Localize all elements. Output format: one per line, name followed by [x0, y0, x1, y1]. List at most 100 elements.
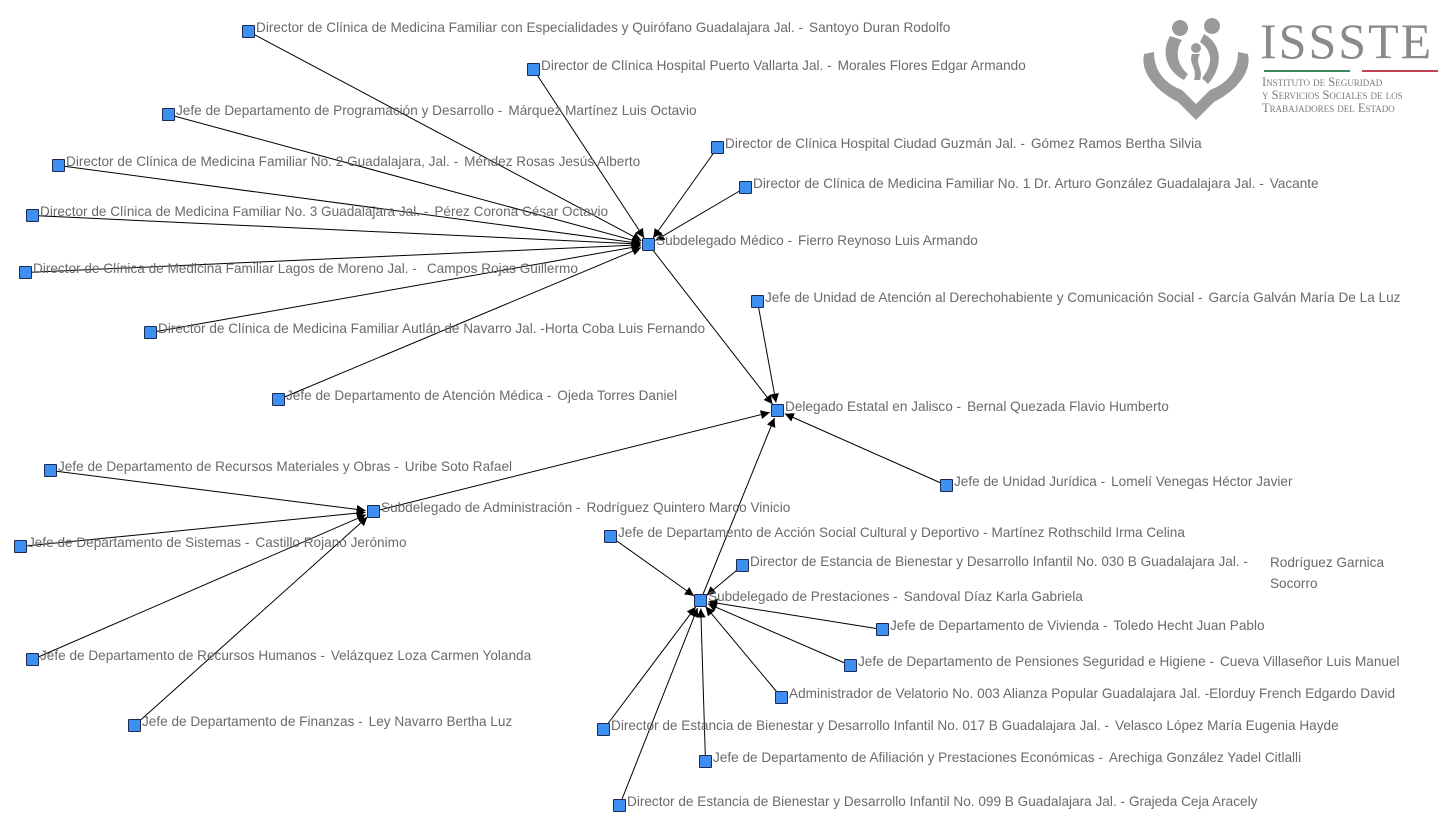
node-n2[interactable]	[527, 63, 540, 76]
edge-n7-to-smed	[150, 243, 641, 333]
node-label-n17: Jefe de Departamento de Acción Social Cu…	[618, 525, 1185, 541]
node-person-name: Márquez Martínez Luis Octavio	[508, 103, 697, 118]
node-n9[interactable]	[711, 141, 724, 154]
edge-n5-to-smed	[32, 215, 641, 249]
node-title: Jefe de Departamento de Finanzas -	[142, 714, 363, 729]
node-title: Director de Clínica Hospital Ciudad Guzm…	[725, 136, 1025, 151]
node-title: Jefe de Departamento de Pensiones Seguri…	[858, 654, 1214, 669]
logo-subtitle: Instituto de Seguridad y Servicios Socia…	[1262, 75, 1403, 115]
node-n7[interactable]	[144, 326, 157, 339]
node-n3[interactable]	[162, 108, 175, 121]
node-label-n10: Director de Clínica de Medicina Familiar…	[753, 176, 1319, 192]
node-title: Jefe de Departamento de Vivienda -	[890, 618, 1108, 633]
node-title: Subdelegado de Prestaciones -	[708, 589, 898, 604]
edge-n10-to-smed	[655, 187, 746, 241]
node-n21[interactable]	[775, 691, 788, 704]
node-label-n21: Administrador de Velatorio No. 003 Alian…	[789, 686, 1395, 702]
edge-n8-to-smed	[278, 246, 642, 400]
node-label-n9: Director de Clínica Hospital Ciudad Guzm…	[725, 136, 1202, 152]
node-sadm[interactable]	[367, 505, 380, 518]
node-person-name: Fierro Reynoso Luis Armando	[798, 233, 978, 248]
edge-spre-to-del	[700, 417, 776, 601]
node-label-n20: Jefe de Departamento de Pensiones Seguri…	[858, 654, 1400, 670]
node-person-name: Bernal Quezada Flavio Humberto	[967, 399, 1169, 414]
edge-smed-to-del	[648, 244, 773, 405]
edge-n12-to-del	[784, 413, 947, 486]
node-person-name: Ley Navarro Bertha Luz	[368, 714, 513, 729]
node-label-del: Delegado Estatal en Jalisco -Bernal Quez…	[785, 399, 1169, 415]
node-label-n24: Director de Estancia de Bienestar y Desa…	[627, 794, 1257, 810]
node-person-name: Martínez Rothschild Irma Celina	[991, 525, 1185, 540]
node-label-smed: Subdelegado Médico - Fierro Reynoso Luis …	[656, 233, 978, 249]
node-label-n13: Jefe de Departamento de Recursos Materia…	[58, 459, 512, 475]
node-n8[interactable]	[272, 393, 285, 406]
node-person-name: Toledo Hecht Juan Pablo	[1113, 618, 1265, 633]
node-label-n1: Director de Clínica de Medicina Familiar…	[256, 20, 950, 36]
node-title: Director de Clínica de Medicina Familiar…	[33, 261, 417, 276]
node-n23[interactable]	[699, 755, 712, 768]
node-title: Jefe de Unidad de Atención al Derechohab…	[765, 290, 1203, 305]
node-n24[interactable]	[613, 799, 626, 812]
node-spre[interactable]	[694, 594, 707, 607]
node-n15[interactable]	[26, 653, 39, 666]
edge-n17-to-spre	[610, 536, 695, 597]
node-title: Jefe de Departamento de Recursos Materia…	[58, 459, 399, 474]
node-title: Director de Clínica de Medicina Familiar…	[40, 204, 429, 219]
node-smed[interactable]	[642, 238, 655, 251]
node-label-sadm: Subdelegado de Administración - Rodríguez…	[381, 500, 790, 516]
node-title: Jefe de Departamento de Acción Social Cu…	[618, 525, 988, 540]
node-n13[interactable]	[44, 464, 57, 477]
node-n1[interactable]	[242, 25, 255, 38]
node-n16[interactable]	[128, 719, 141, 732]
node-title: Subdelegado de Administración -	[381, 500, 581, 515]
node-n6[interactable]	[19, 266, 32, 279]
node-label-n23: Jefe de Departamento de Afiliación y Pre…	[713, 750, 1301, 766]
node-title: Director de Clínica de Medicina Familiar…	[753, 176, 1264, 191]
node-title: Director de Clínica Hospital Puerto Vall…	[541, 58, 832, 73]
node-title: Subdelegado Médico -	[656, 233, 793, 248]
node-n17[interactable]	[604, 530, 617, 543]
node-title: Jefe de Departamento de Recursos Humanos…	[40, 648, 325, 663]
node-label-n6: Director de Clínica de Medicina Familiar…	[33, 261, 578, 277]
node-label-n15: Jefe de Departamento de Recursos Humanos…	[40, 648, 531, 664]
edge-n11-to-del	[757, 301, 779, 403]
edge-n22-to-spre	[603, 606, 697, 730]
node-n12[interactable]	[940, 479, 953, 492]
edge-n24-to-spre	[619, 607, 699, 806]
node-person-name: Uribe Soto Rafael	[404, 459, 513, 474]
node-title: Director de Estancia de Bienestar y Desa…	[627, 794, 1125, 809]
edge-n4-to-smed	[58, 165, 641, 247]
node-n14[interactable]	[14, 540, 27, 553]
node-n19[interactable]	[876, 623, 889, 636]
node-n22[interactable]	[597, 723, 610, 736]
node-person-name: Lomelí Venegas Héctor Javier	[1111, 474, 1293, 489]
node-n10[interactable]	[739, 181, 752, 194]
node-person-name: Horta Coba Luis Fernando	[544, 321, 706, 336]
node-person-name: García Galván María De La Luz	[1208, 290, 1401, 305]
node-person-name: Ojeda Torres Daniel	[557, 388, 678, 403]
node-n20[interactable]	[844, 659, 857, 672]
edge-n6-to-smed	[25, 240, 641, 273]
edge-n13-to-sadm	[50, 470, 366, 514]
logo-red-line	[1362, 70, 1438, 72]
node-n11[interactable]	[751, 295, 764, 308]
issste-logo: ISSSTE Instituto de Seguridad y Servicio…	[1138, 14, 1448, 124]
node-label-n16: Jefe de Departamento de Finanzas - Ley Na…	[142, 714, 512, 730]
node-person-name: Elorduy French Edgardo David	[1209, 686, 1396, 701]
node-person-name: Sandoval Díaz Karla Gabriela	[903, 589, 1083, 604]
node-person-name: Rodríguez Quintero Marco Vinicio	[586, 500, 791, 515]
edge-n15-to-sadm	[32, 514, 367, 660]
node-label-spre: Subdelegado de Prestaciones - Sandoval Dí…	[708, 589, 1083, 605]
node-title: Director de Clínica de Medicina Familiar…	[256, 20, 804, 35]
node-del[interactable]	[771, 404, 784, 417]
node-n5[interactable]	[26, 209, 39, 222]
node-title: Jefe de Departamento de Sistemas -	[28, 535, 250, 550]
node-n4[interactable]	[52, 159, 65, 172]
node-label-n19: Jefe de Departamento de Vivienda - Toledo…	[890, 618, 1265, 634]
node-title: Director de Estancia de Bienestar y Desa…	[611, 718, 1109, 733]
node-label-n5: Director de Clínica de Medicina Familiar…	[40, 204, 608, 220]
node-label-n11: Jefe de Unidad de Atención al Derechohab…	[765, 290, 1400, 306]
node-n18[interactable]	[736, 559, 749, 572]
node-person-name: Pérez Corona César Octavio	[434, 204, 609, 219]
